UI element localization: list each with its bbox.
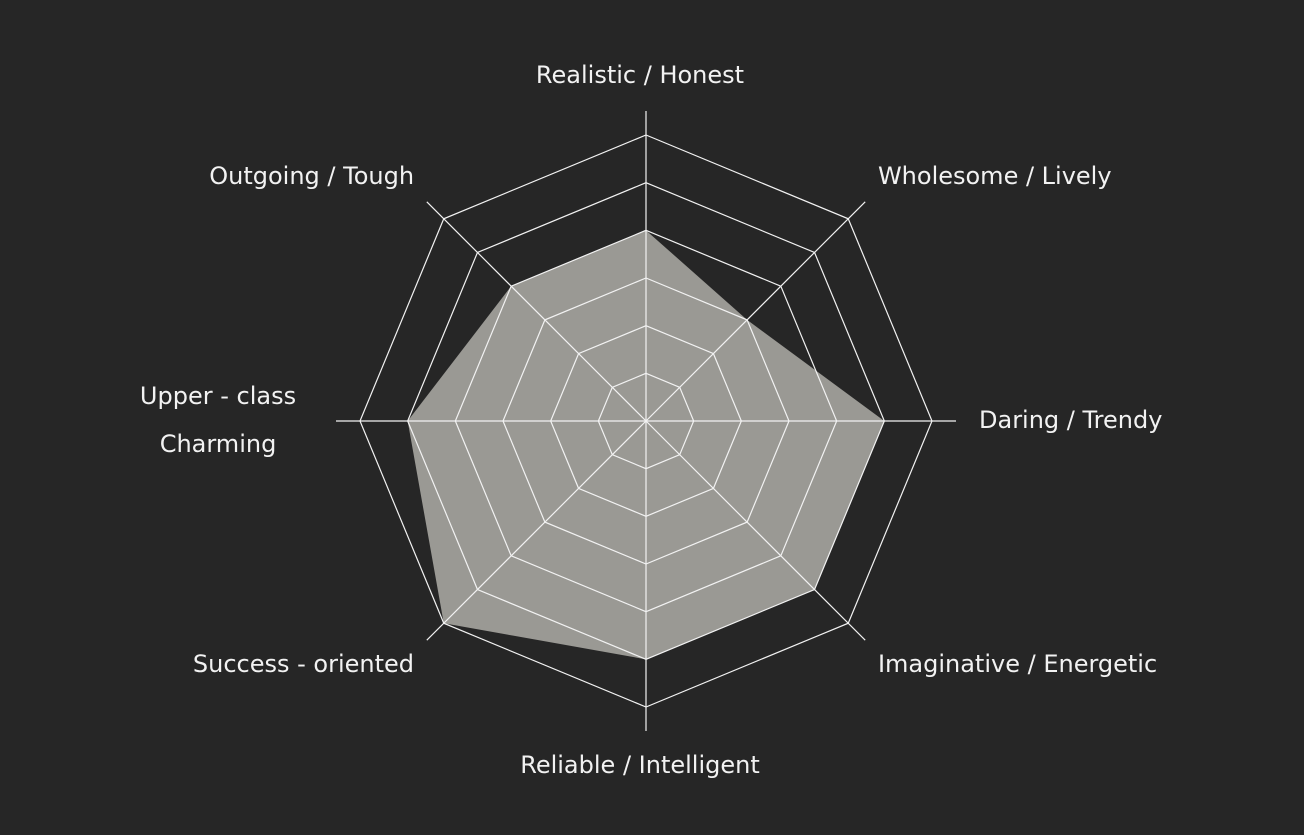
grid-layer — [336, 111, 956, 731]
axis-label-success: Success - oriented — [193, 650, 414, 678]
axis-line-success — [426, 420, 647, 641]
axis-label-realistic: Realistic / Honest — [536, 61, 744, 89]
axis-label-wholesome: Wholesome / Lively — [878, 162, 1112, 190]
axis-line-wholesome — [645, 201, 866, 422]
axis-label-reliable: Reliable / Intelligent — [520, 751, 760, 779]
axis-label-imaginative: Imaginative / Energetic — [878, 650, 1157, 678]
axis-label-outgoing: Outgoing / Tough — [209, 162, 414, 190]
axis-label-daring: Daring / Trendy — [979, 406, 1162, 434]
axis-line-imaginative — [645, 420, 866, 641]
axis-line-outgoing — [426, 201, 647, 422]
